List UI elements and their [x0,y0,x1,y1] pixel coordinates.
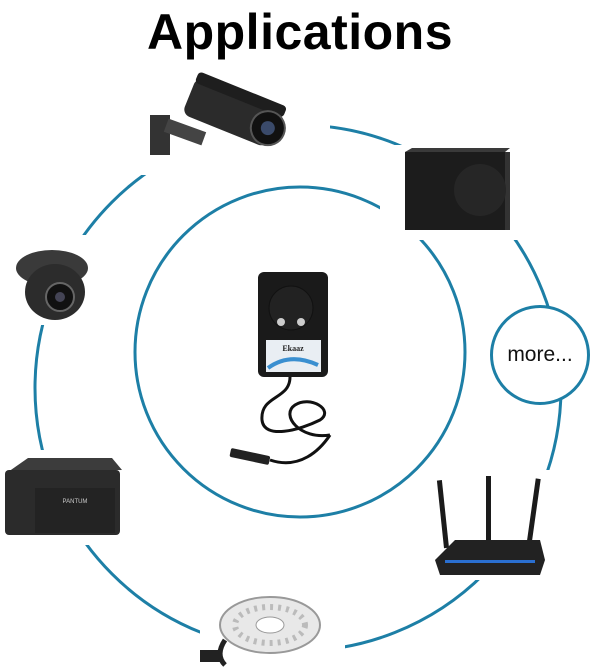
printer-brand: PANTUM [63,499,88,505]
wifi-router-icon [425,470,560,580]
subwoofer-speaker-icon [380,145,530,240]
led-strip-icon [200,585,345,670]
inner-ring [133,185,467,519]
page-title: Applications [146,4,454,60]
laser-printer-icon: PANTUM [0,450,130,545]
more-applications-badge: more... [490,305,590,405]
power-adapter-icon: Ekaaz [229,272,332,465]
cctv-bullet-camera-icon [140,72,330,175]
adapter-brand: Ekaaz [282,344,304,353]
dome-camera-icon [10,235,100,325]
